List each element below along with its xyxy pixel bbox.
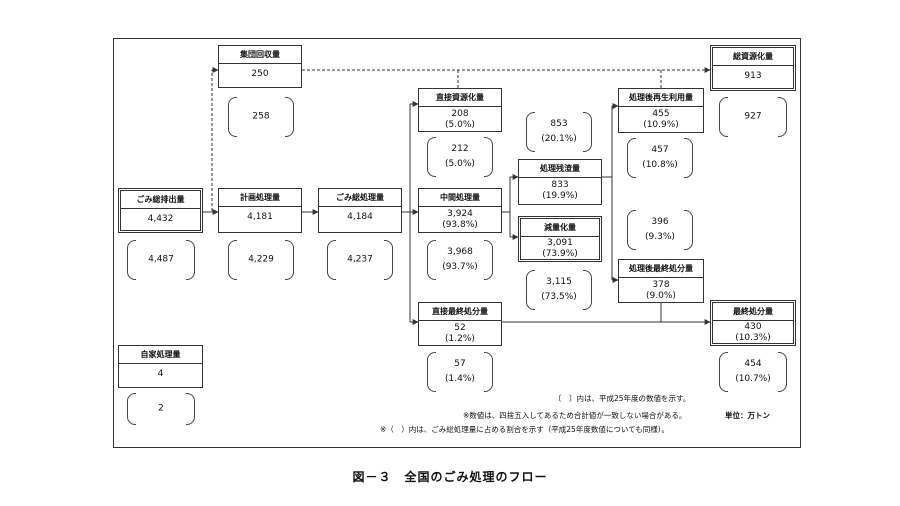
bracket-chokusetsu-saishu-value: 57 <box>454 359 466 369</box>
arrow-haishutsu-to-shuudan <box>203 67 219 213</box>
node-chokusetsu-saishu-label: 直接最終処分量 <box>419 303 501 321</box>
bracket-saishu-value: 454 <box>744 359 762 369</box>
bracket-sou-shigen: 927 <box>719 97 787 137</box>
node-genryou-pct: (73.9%) <box>542 249 578 259</box>
node-shori-zansa-pct: (19.9%) <box>542 191 578 201</box>
node-gomi-haishutsu-value: 4,432 <box>147 214 174 224</box>
bracket-saishu: 454 (10.7%) <box>719 352 787 392</box>
node-shori-zansa-label: 処理残渣量 <box>519 160 601 178</box>
diagram-frame <box>113 38 801 448</box>
bracket-gomi-haishutsu-value: 4,487 <box>148 254 174 265</box>
node-gomi-shori-value: 4,184 <box>347 212 373 222</box>
node-sou-shigen-label: 総資源化量 <box>713 48 793 66</box>
node-keikaku: 計画処理量 4,181 <box>218 188 302 233</box>
bracket-chukan: 3,968 (93.7%) <box>427 240 493 280</box>
bracket-chukan-value: 3,968 <box>447 247 473 257</box>
bracket-chokusetsu-shigen-pct: (5.0%) <box>445 159 475 169</box>
bracket-shuudan: 258 <box>228 97 294 137</box>
node-saisei-riyou-label: 処理後再生利用量 <box>619 89 703 107</box>
node-genryou-value: 3,091 <box>547 238 573 248</box>
figure-caption: 図－３ 全国のごみ処理のフロー <box>352 470 548 484</box>
bracket-shori-zansa-value: 853 <box>550 119 568 129</box>
note-ratio: ※（ ）内は、ごみ総処理量に占める割合を示す（平成25年度数値についても同様）。 <box>380 425 669 434</box>
node-genryou: 減量化量 3,091 (73.9%) <box>518 216 602 262</box>
node-chukan: 中間処理量 3,924 (93.8%) <box>418 188 502 233</box>
bracket-genryou-value: 3,115 <box>546 277 572 287</box>
node-saishu-go-label: 処理後最終処分量 <box>619 260 703 278</box>
bracket-chokusetsu-saishu: 57 (1.4%) <box>427 352 493 392</box>
node-gomi-shori-label: ごみ総処理量 <box>319 189 401 207</box>
node-chokusetsu-shigen-value: 208 <box>451 109 469 119</box>
node-chokusetsu-shigen-pct: (5.0%) <box>445 120 475 130</box>
node-shori-zansa-value: 833 <box>551 180 569 190</box>
node-jika-label: 自家処理量 <box>119 346 202 364</box>
node-genryou-label: 減量化量 <box>521 219 599 237</box>
node-jika: 自家処理量 4 <box>118 345 203 388</box>
bracket-shori-zansa-pct: (20.1%) <box>541 134 577 144</box>
bracket-genryou-pct: (73.5%) <box>541 292 577 302</box>
node-gomi-shori: ごみ総処理量 4,184 <box>318 188 402 233</box>
node-saisei-riyou-pct: (10.9%) <box>643 120 679 130</box>
node-saisei-riyou: 処理後再生利用量 455 (10.9%) <box>618 88 704 133</box>
node-saishu-go: 処理後最終処分量 378 (9.0%) <box>618 259 704 303</box>
bracket-jika-value: 2 <box>158 403 164 414</box>
node-saishu-value: 430 <box>744 322 762 332</box>
node-shori-zansa: 処理残渣量 833 (19.9%) <box>518 159 602 205</box>
node-chokusetsu-saishu: 直接最終処分量 52 (1.2%) <box>418 302 502 346</box>
bracket-gomi-shori: 4,237 <box>327 240 393 280</box>
node-jika-value: 4 <box>157 369 164 379</box>
bracket-shuudan-value: 258 <box>252 111 270 122</box>
node-saishu-go-pct: (9.0%) <box>646 291 676 301</box>
bracket-jika: 2 <box>127 393 195 425</box>
node-gomi-haishutsu-label: ごみ総排出量 <box>121 191 200 209</box>
node-keikaku-value: 4,181 <box>247 212 273 222</box>
bracket-chukan-pct: (93.7%) <box>442 262 478 272</box>
bracket-genryou: 3,115 (73.5%) <box>526 270 592 310</box>
bracket-saisei-riyou-value: 457 <box>651 145 669 155</box>
bracket-saishu-go-value: 396 <box>651 217 669 227</box>
bracket-saisei-riyou-pct: (10.8%) <box>642 160 678 170</box>
bracket-chokusetsu-shigen: 212 (5.0%) <box>427 137 493 177</box>
node-keikaku-label: 計画処理量 <box>219 189 301 207</box>
note-rounding: ※数値は、四捨五入してあるため合計値が一致しない場合がある。 <box>463 411 687 420</box>
node-sou-shigen: 総資源化量 913 <box>710 45 796 91</box>
node-chokusetsu-shigen: 直接資源化量 208 (5.0%) <box>418 88 502 132</box>
bracket-saishu-go: 396 (9.3%) <box>627 210 693 250</box>
node-chukan-pct: (93.8%) <box>442 220 478 230</box>
node-sou-shigen-value: 913 <box>744 71 762 81</box>
node-chukan-value: 3,924 <box>447 209 473 219</box>
node-chokusetsu-shigen-label: 直接資源化量 <box>419 89 501 107</box>
node-chokusetsu-saishu-value: 52 <box>454 323 466 333</box>
node-saishu: 最終処分量 430 (10.3%) <box>710 300 796 346</box>
node-chukan-label: 中間処理量 <box>419 189 501 207</box>
bracket-chokusetsu-shigen-value: 212 <box>451 144 469 154</box>
bracket-sou-shigen-value: 927 <box>744 111 762 122</box>
bracket-shori-zansa: 853 (20.1%) <box>526 112 592 152</box>
node-saishu-label: 最終処分量 <box>713 303 793 321</box>
bracket-keikaku: 4,229 <box>228 240 294 280</box>
node-shuudan: 集団回収量 250 <box>218 45 302 88</box>
node-saishu-go-value: 378 <box>652 280 670 290</box>
bracket-keikaku-value: 4,229 <box>248 254 274 265</box>
node-chokusetsu-saishu-pct: (1.2%) <box>445 334 475 344</box>
note-bracket: 〔 〕内は、平成25年度の数値を示す。 <box>554 394 691 403</box>
node-gomi-haishutsu: ごみ総排出量 4,432 <box>118 188 203 233</box>
bracket-saisei-riyou: 457 (10.8%) <box>627 138 693 178</box>
bracket-chokusetsu-saishu-pct: (1.4%) <box>445 374 475 384</box>
bracket-gomi-haishutsu: 4,487 <box>127 240 195 280</box>
bracket-saishu-go-pct: (9.3%) <box>645 232 675 242</box>
bracket-gomi-shori-value: 4,237 <box>347 254 373 265</box>
node-shuudan-label: 集団回収量 <box>219 46 301 64</box>
node-shuudan-value: 250 <box>251 69 269 79</box>
node-saisei-riyou-value: 455 <box>652 109 670 119</box>
node-saishu-pct: (10.3%) <box>735 333 771 343</box>
note-unit: 単位：万トン <box>725 411 770 420</box>
bracket-saishu-pct: (10.7%) <box>735 374 771 384</box>
